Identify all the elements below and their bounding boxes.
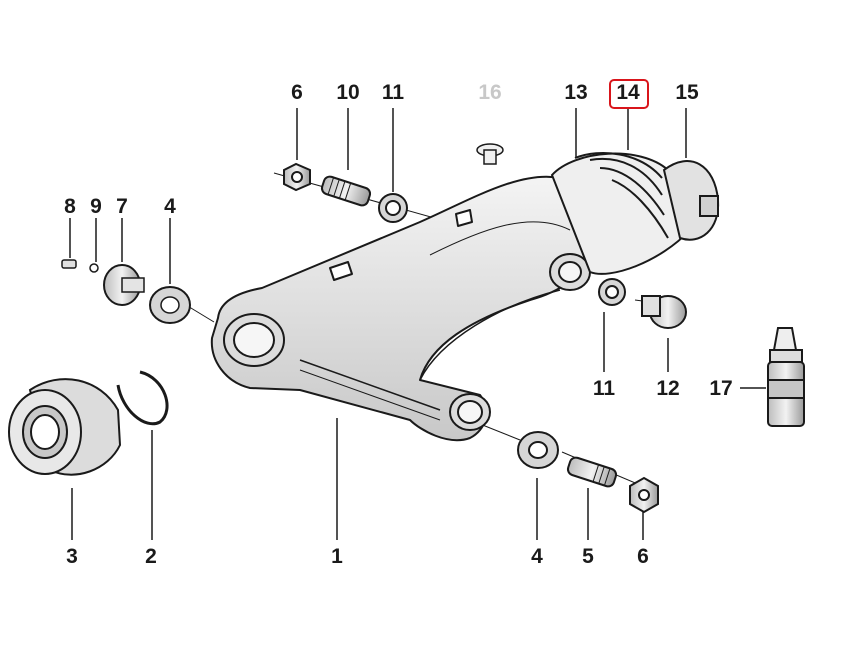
callout-16[interactable]: 16 [478,81,502,104]
adhesive-bottle [767,327,805,427]
callout-6-bottom[interactable]: 6 [637,545,649,568]
callout-1[interactable]: 1 [331,545,343,568]
leader-lines [69,108,766,540]
highlight-box-14 [609,79,649,109]
callout-12[interactable]: 12 [656,377,680,400]
callout-7[interactable]: 7 [116,195,128,218]
callout-2[interactable]: 2 [145,545,157,568]
callout-3[interactable]: 3 [66,545,78,568]
callout-4-bottom[interactable]: 4 [531,545,543,568]
callout-5[interactable]: 5 [582,545,594,568]
callout-14[interactable]: 14 [616,81,640,104]
callout-10[interactable]: 10 [336,81,360,104]
callout-13[interactable]: 13 [564,81,588,104]
callout-11-top[interactable]: 11 [381,81,405,104]
callout-8[interactable]: 8 [64,195,76,218]
callout-17[interactable]: 17 [709,377,733,400]
callout-6-top[interactable]: 6 [291,81,303,104]
rubber-bush [8,378,122,476]
callout-9[interactable]: 9 [90,195,102,218]
boot-clamp [662,160,720,241]
callout-11-right[interactable]: 11 [592,377,616,400]
callout-4-top[interactable]: 4 [164,195,176,218]
callout-15[interactable]: 15 [675,81,699,104]
swing-arm [210,175,594,442]
